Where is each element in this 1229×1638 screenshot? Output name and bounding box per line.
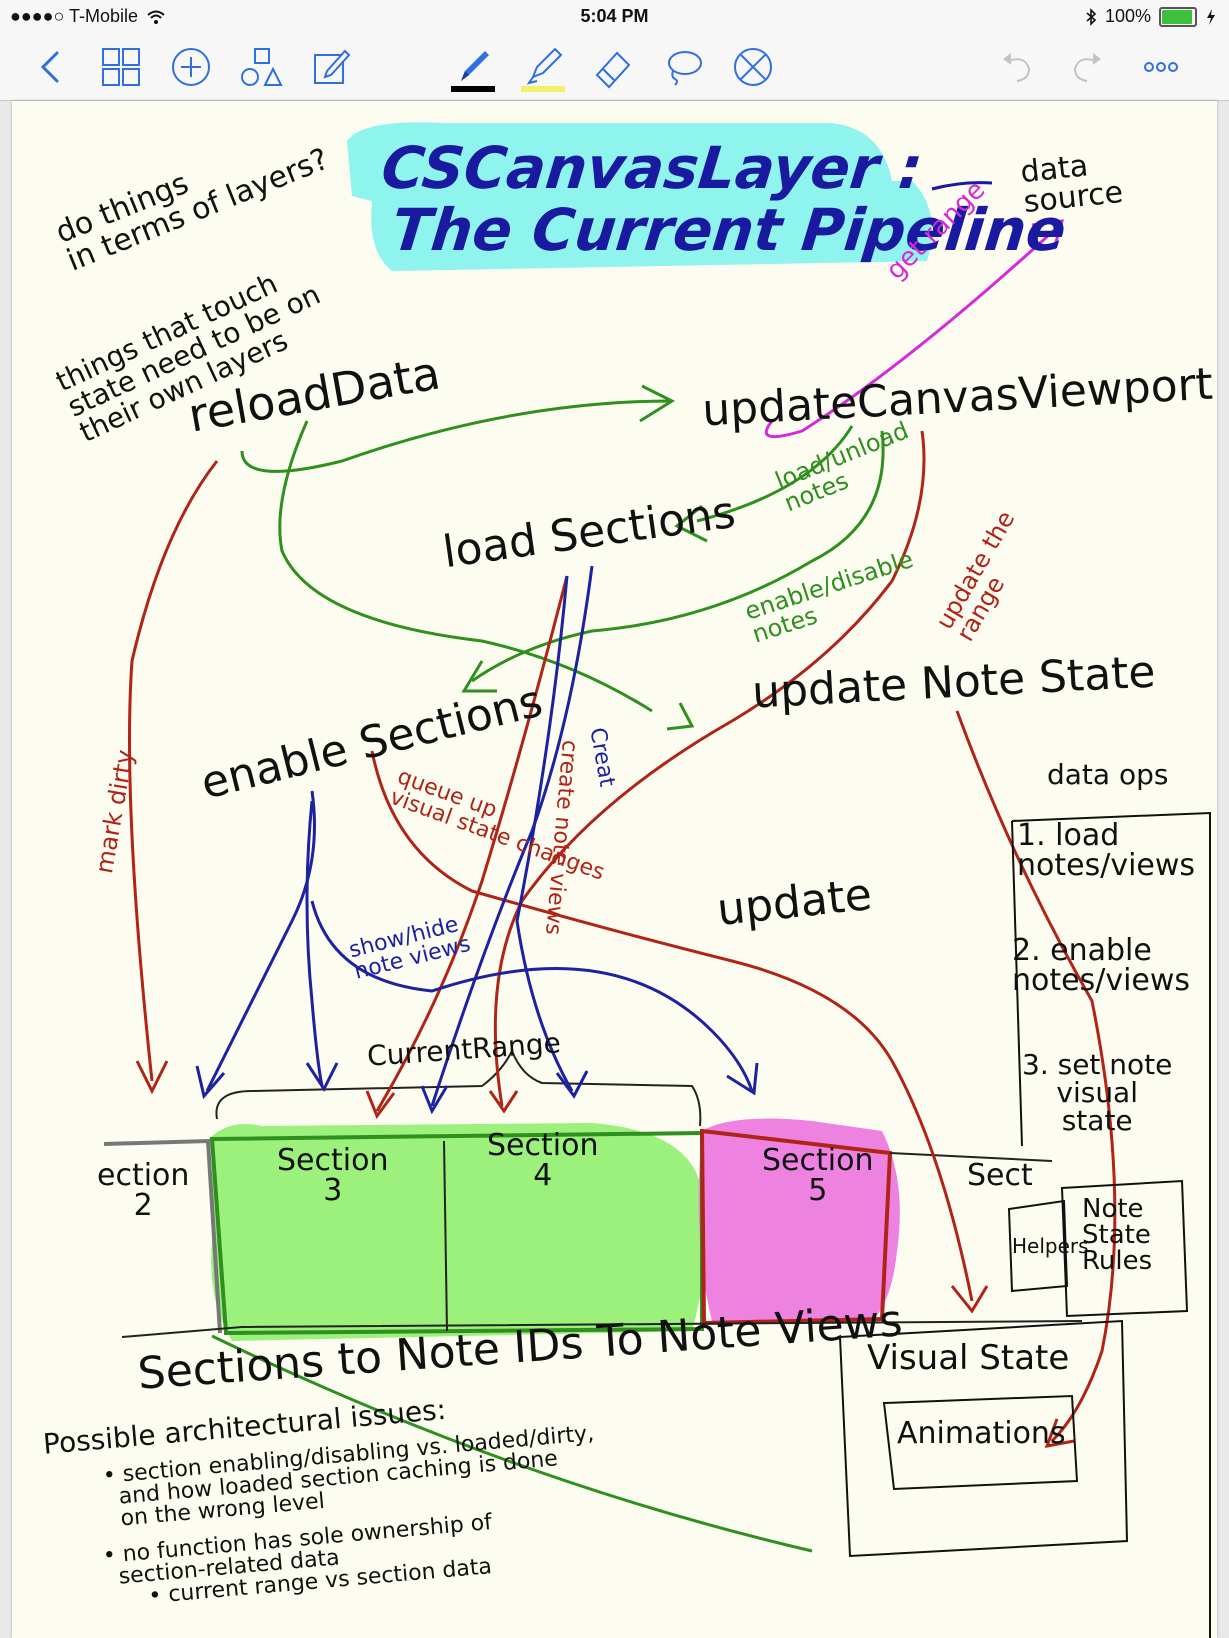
data-ops-title: data ops bbox=[1047, 758, 1169, 791]
add-page-button[interactable] bbox=[166, 42, 216, 92]
pen-icon bbox=[461, 51, 489, 81]
section-4-label: Section 4 bbox=[487, 1128, 599, 1193]
clock: 5:04 PM bbox=[580, 6, 649, 26]
sect-label: Sect bbox=[967, 1158, 1033, 1193]
data-ops-item-2: 2. enable notes/views bbox=[1012, 933, 1191, 998]
data-ops-item-1: 1. load notes/views bbox=[1017, 818, 1196, 883]
undo-button[interactable] bbox=[992, 42, 1042, 92]
more-icon bbox=[1144, 62, 1178, 72]
animations-label: Animations bbox=[897, 1416, 1066, 1451]
back-button[interactable] bbox=[26, 42, 76, 92]
lasso-icon bbox=[668, 51, 702, 86]
title-highlight bbox=[347, 122, 932, 271]
battery-fill bbox=[1162, 9, 1192, 24]
shapes-icon bbox=[241, 48, 283, 86]
note-state-rules-label: Note State Rules bbox=[1082, 1194, 1153, 1276]
helpers-label: Helpers bbox=[1012, 1234, 1089, 1258]
note-title-line1: CSCanvasLayer : bbox=[378, 134, 926, 202]
data-source-label: data source bbox=[1018, 148, 1125, 221]
pen-tool-button[interactable] bbox=[448, 42, 498, 92]
toolbar bbox=[0, 34, 1229, 101]
pages-grid-button[interactable] bbox=[96, 42, 146, 92]
edit-icon bbox=[314, 49, 351, 84]
wifi-icon bbox=[147, 10, 165, 24]
lasso-tool-button[interactable] bbox=[658, 42, 708, 92]
status-bar: ●●●●○ T-Mobile 5:04 PM 100% bbox=[0, 0, 1229, 34]
no-hand-icon bbox=[734, 48, 772, 86]
add-page-icon bbox=[172, 48, 210, 86]
section-5-label: Section 5 bbox=[762, 1143, 874, 1208]
redo-icon bbox=[1073, 53, 1101, 82]
grid-icon bbox=[102, 48, 140, 86]
status-left: ●●●●○ T-Mobile bbox=[10, 6, 166, 27]
back-chevron-icon bbox=[40, 51, 59, 83]
note-canvas[interactable]: CSCanvasLayer : The Current Pipeline dat… bbox=[12, 101, 1217, 1638]
bluetooth-icon bbox=[1086, 7, 1097, 26]
redo-button[interactable] bbox=[1062, 42, 1112, 92]
highlighter-icon bbox=[526, 47, 563, 85]
shapes-button[interactable] bbox=[236, 42, 286, 92]
section-5-fill bbox=[698, 1118, 900, 1321]
eraser-tool-button[interactable] bbox=[588, 42, 638, 92]
highlighter-color-bar bbox=[521, 86, 565, 92]
pen-color-bar bbox=[451, 86, 495, 92]
undo-icon bbox=[1003, 53, 1031, 82]
section-3-label: Section 3 bbox=[277, 1143, 389, 1208]
edit-button[interactable] bbox=[306, 42, 356, 92]
charging-icon bbox=[1207, 8, 1215, 25]
highlighter-tool-button[interactable] bbox=[518, 42, 568, 92]
eraser-icon bbox=[595, 51, 631, 89]
carrier-label: ●●●●○ T-Mobile bbox=[10, 6, 139, 26]
section-2-label: ection 2 bbox=[97, 1158, 190, 1223]
battery-icon bbox=[1159, 6, 1197, 27]
no-hand-button[interactable] bbox=[728, 42, 778, 92]
more-button[interactable] bbox=[1136, 42, 1186, 92]
data-ops-item-3: 3. set note visual state bbox=[1022, 1048, 1173, 1137]
status-right: 100% bbox=[1085, 6, 1217, 27]
section-3-4-fill bbox=[211, 1123, 706, 1341]
ink-layer bbox=[103, 122, 1211, 1638]
battery-percent: 100% bbox=[1104, 6, 1151, 26]
visual-state-label: Visual State bbox=[867, 1338, 1070, 1378]
